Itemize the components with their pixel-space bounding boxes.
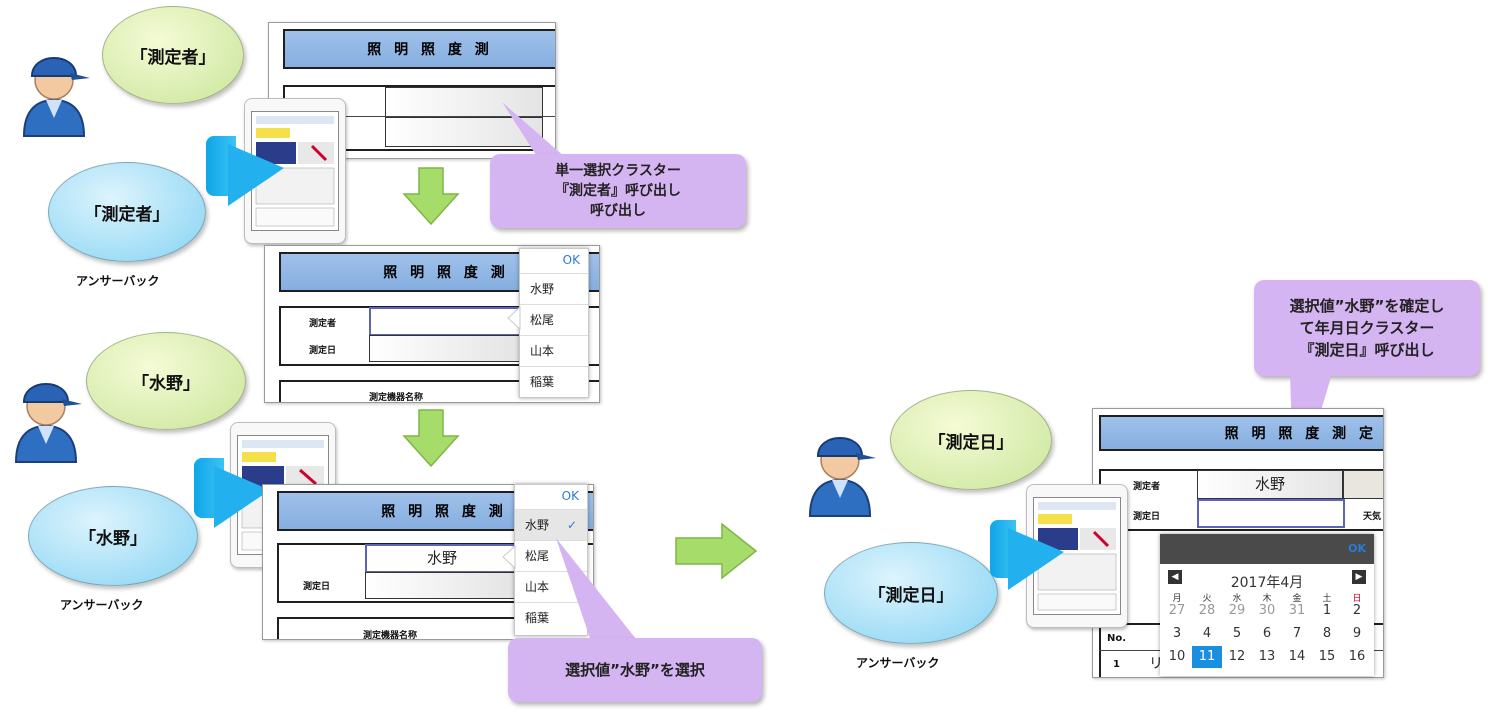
measurer-cell[interactable]: [369, 307, 523, 336]
speech-bubble-tablet-mizuno: 「水野」: [28, 486, 198, 586]
calendar-day[interactable]: 28: [1198, 603, 1216, 618]
speech-bubble-measurer: 「測定者」: [102, 6, 244, 104]
calendar-day[interactable]: 16: [1348, 649, 1366, 664]
calendar-ok-button[interactable]: OK: [1348, 542, 1366, 555]
speaker-cone-icon: [214, 466, 270, 528]
measurer-value: 水野: [1254, 475, 1285, 493]
picker-option[interactable]: 松尾: [515, 540, 587, 571]
speaker-cone-icon: [228, 144, 284, 206]
callout-pointer-1: [502, 102, 566, 158]
label-weather: 天気: [1363, 512, 1382, 522]
label-device: 測定機器名称: [363, 631, 418, 640]
calendar-day[interactable]: 3: [1172, 626, 1182, 641]
label-no: No.: [1107, 633, 1127, 644]
callout-select-value: 選択値”水野”を選択: [508, 638, 762, 702]
measurer-picker[interactable]: OK 水野 松尾 山本 稲葉: [519, 248, 589, 398]
down-arrow-icon: [402, 409, 460, 468]
weather-cell: [1343, 470, 1383, 499]
measurer-value-cell: 水野: [1197, 470, 1343, 499]
date-cell: [365, 572, 517, 599]
calendar-day[interactable]: 14: [1288, 649, 1306, 664]
calendar-day[interactable]: 13: [1258, 649, 1276, 664]
worker-icon: [808, 437, 876, 517]
calendar-day[interactable]: 6: [1262, 626, 1272, 641]
label-row-1: 1: [1113, 659, 1120, 670]
label-date: 測定日: [309, 346, 337, 356]
picker-option[interactable]: 山本: [520, 335, 588, 366]
label-measurer: 測定者: [1133, 482, 1161, 492]
weekday-label: 木: [1262, 594, 1272, 604]
check-icon: ✓: [566, 518, 577, 532]
callout-single-select: 単一選択クラスター『測定者』呼び出し呼び出し: [490, 154, 746, 228]
label-measurer: 測定者: [309, 319, 337, 329]
picker-option[interactable]: 松尾: [520, 304, 588, 335]
speech-bubble-tablet-measurer: 「測定者」: [48, 162, 206, 262]
tablet-screen: [251, 111, 339, 231]
calendar-day-selected[interactable]: 11: [1192, 646, 1222, 668]
label-date: 測定日: [303, 582, 331, 592]
calendar-day[interactable]: 4: [1202, 626, 1212, 641]
weekday-label: 土: [1322, 594, 1332, 604]
answerback-label: アンサーバック: [856, 656, 940, 670]
picker-option[interactable]: 山本: [515, 571, 587, 602]
calendar-day[interactable]: 9: [1352, 626, 1362, 641]
picker-option[interactable]: 稲葉: [515, 602, 587, 633]
calendar-day[interactable]: 15: [1318, 649, 1336, 664]
picker-ok-button[interactable]: OK: [561, 489, 579, 503]
weekday-label: 月: [1172, 594, 1182, 604]
speech-bubble-date: 「測定日」: [890, 390, 1052, 490]
calendar-day[interactable]: 2: [1352, 603, 1362, 618]
measurer-value-cell[interactable]: 水野: [365, 544, 519, 573]
callout-pointer-2: [556, 538, 640, 644]
form-title: 照 明 照 度 測 定: [1099, 415, 1383, 451]
calendar-day[interactable]: 10: [1168, 649, 1186, 664]
picker-option-selected[interactable]: 水野✓: [515, 509, 587, 540]
calendar-day[interactable]: 29: [1228, 603, 1246, 618]
calendar-month: 2017年4月: [1230, 575, 1304, 591]
down-arrow-icon: [402, 167, 460, 226]
calendar-day[interactable]: 30: [1258, 603, 1276, 618]
label-device: 測定機器名称: [369, 393, 424, 403]
weekday-label: 金: [1292, 594, 1302, 604]
calendar-header: OK: [1160, 534, 1374, 564]
calendar-day[interactable]: 8: [1322, 626, 1332, 641]
date-cell: [369, 335, 521, 362]
picker-pointer: [507, 306, 521, 330]
form-title: 照 明 照 度 測: [283, 29, 555, 69]
speech-bubble-tablet-date: 「測定日」: [824, 542, 998, 644]
weekday-label: 日: [1352, 594, 1362, 604]
worker-icon: [22, 57, 90, 137]
picker-option[interactable]: 水野: [520, 273, 588, 304]
picker-ok-button[interactable]: OK: [562, 253, 580, 267]
label-date: 測定日: [1133, 512, 1161, 522]
calendar-day[interactable]: 1: [1322, 603, 1332, 618]
callout-confirm-date: 選択値”水野”を確定して年月日クラスター『測定日』呼び出し: [1254, 280, 1480, 376]
next-month-icon[interactable]: ▶: [1352, 570, 1366, 584]
date-picker-calendar[interactable]: OK ◀ ▶ 2017年4月 月 火 水 木 金 土 日 27 28 29 30…: [1160, 534, 1374, 676]
row-1-text: リ: [1149, 656, 1163, 672]
date-cell[interactable]: [1197, 499, 1345, 528]
calendar-day[interactable]: 27: [1168, 603, 1186, 618]
tablet-screen: [1033, 497, 1121, 615]
picker-option[interactable]: 稲葉: [520, 366, 588, 397]
measurer-picker[interactable]: OK 水野✓ 松尾 山本 稲葉: [514, 484, 588, 636]
measurer-cell: [385, 87, 543, 117]
picker-pointer: [502, 545, 516, 569]
calendar-day[interactable]: 31: [1288, 603, 1306, 618]
worker-icon: [14, 383, 82, 463]
weekday-label: 火: [1202, 594, 1212, 604]
right-arrow-icon: [675, 522, 758, 580]
speaker-cone-icon: [1008, 528, 1064, 590]
calendar-day[interactable]: 5: [1232, 626, 1242, 641]
measurer-value: 水野: [426, 549, 457, 567]
prev-month-icon[interactable]: ◀: [1168, 570, 1182, 584]
calendar-day[interactable]: 12: [1228, 649, 1246, 664]
answerback-label: アンサーバック: [60, 598, 144, 612]
speech-bubble-mizuno: 「水野」: [86, 332, 246, 430]
weekday-label: 水: [1232, 594, 1242, 604]
answerback-label: アンサーバック: [76, 274, 160, 288]
calendar-day[interactable]: 7: [1292, 626, 1302, 641]
